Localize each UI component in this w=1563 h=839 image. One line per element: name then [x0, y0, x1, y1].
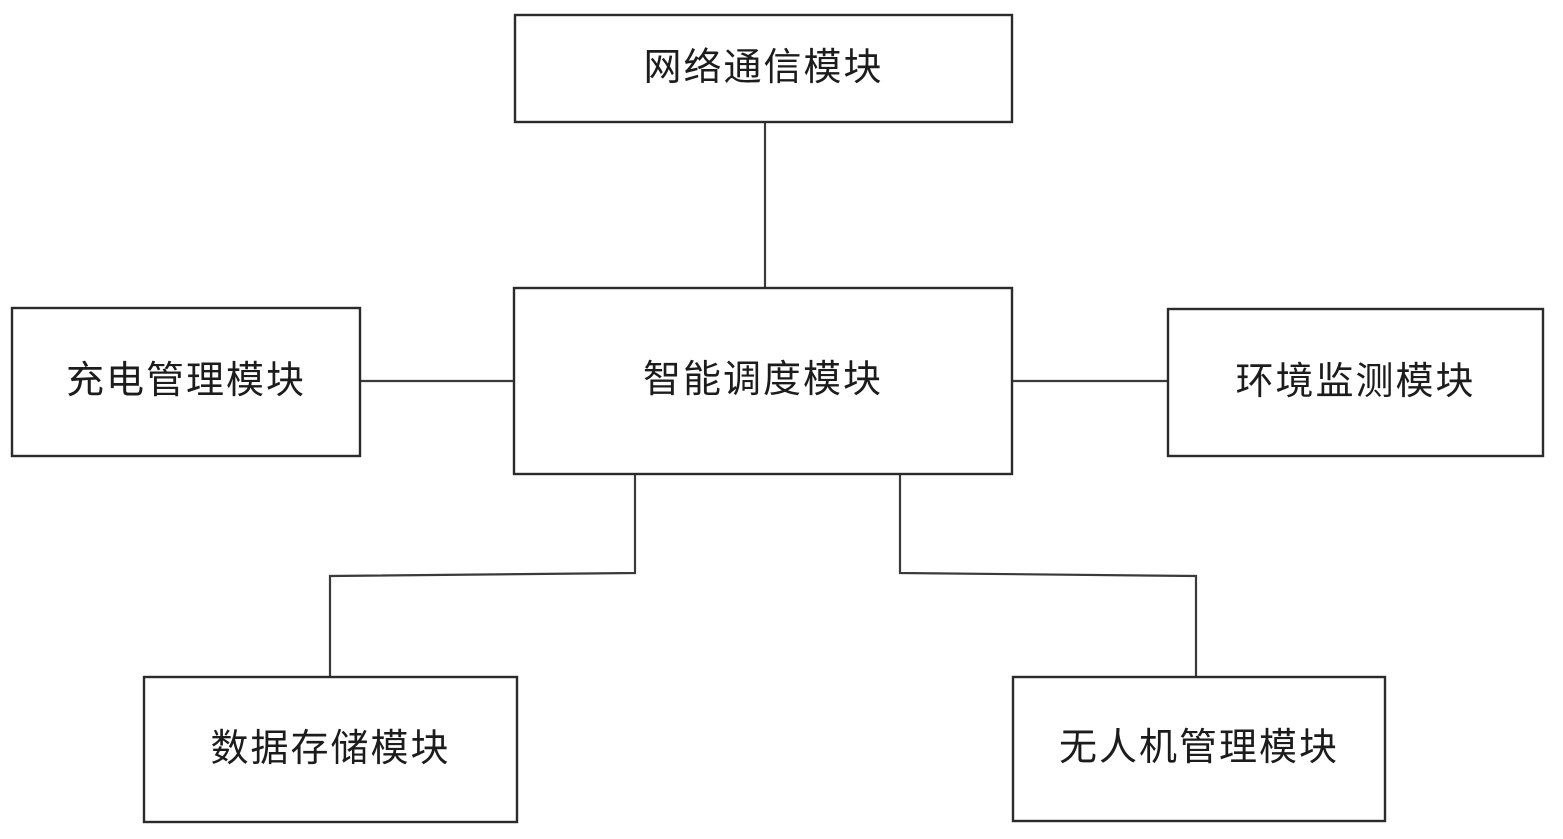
connector-scheduling-to-data-storage: [328, 474, 637, 677]
node-label-intelligent-scheduling-module: 智能调度模块: [642, 359, 883, 402]
node-box-intelligent-scheduling-module[interactable]: [512, 286, 1014, 476]
node-box-data-storage-module[interactable]: [142, 675, 519, 824]
node-box-environment-monitoring-module[interactable]: [1166, 307, 1545, 458]
connector-scheduling-to-uav: [898, 474, 1198, 677]
node-label-network-communication-module: 网络通信模块: [643, 46, 884, 89]
node-label-environment-monitoring-module: 环境监测模块: [1235, 360, 1476, 403]
node-label-data-storage-module: 数据存储模块: [210, 727, 451, 770]
node-box-network-communication-module[interactable]: [513, 13, 1014, 124]
node-label-charging-management-module: 充电管理模块: [65, 360, 306, 403]
node-box-charging-management-module[interactable]: [10, 306, 362, 458]
node-box-uav-management-module[interactable]: [1011, 675, 1387, 823]
node-label-uav-management-module: 无人机管理模块: [1058, 727, 1339, 770]
